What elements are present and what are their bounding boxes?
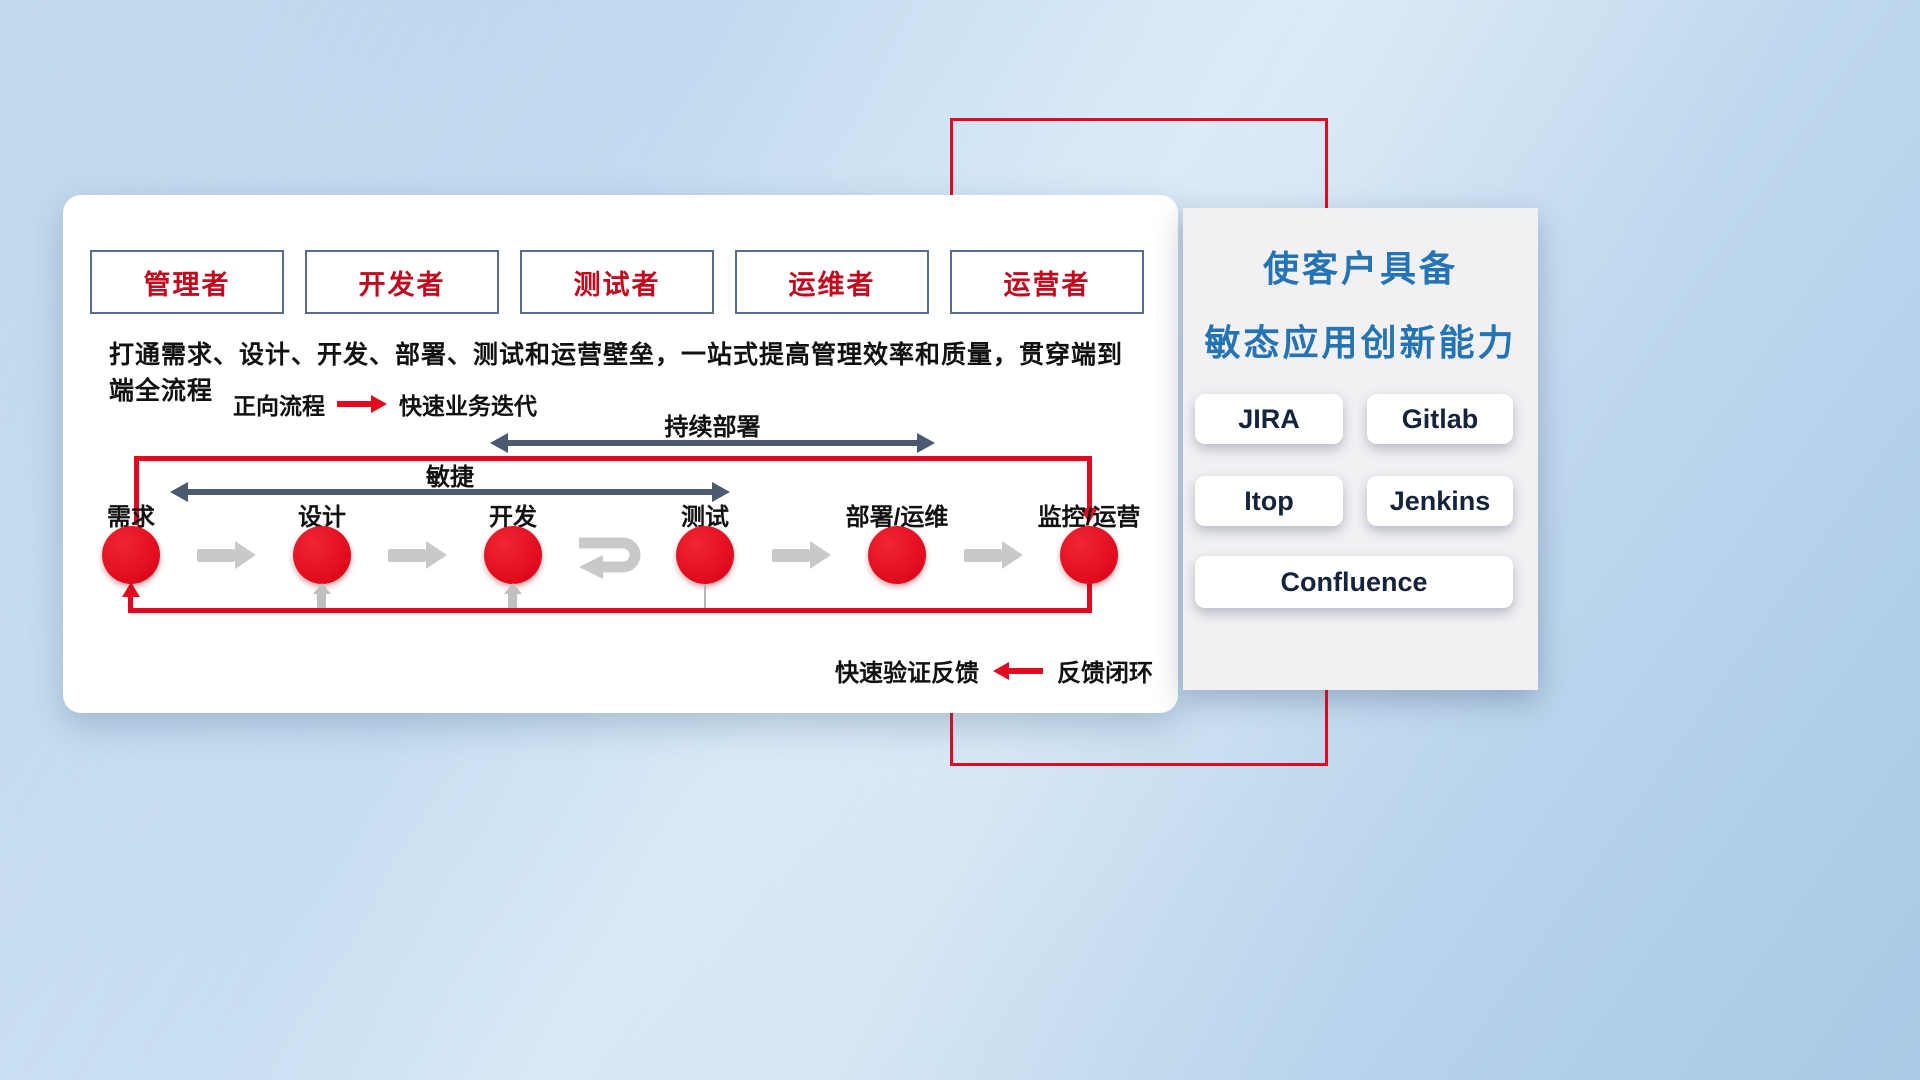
role-label: 测试者 bbox=[573, 269, 661, 300]
feedback-up-arrowhead-icon bbox=[313, 583, 331, 594]
feedback-loop-arrowhead-icon bbox=[122, 582, 140, 597]
tool-button-jira: JIRA bbox=[1195, 394, 1343, 444]
forward-legend: 正向流程 快速业务迭代 bbox=[233, 387, 537, 421]
role-box-row: 管理者 开发者 测试者 运维者 运营者 bbox=[90, 250, 1144, 314]
forward-loop-line bbox=[134, 456, 139, 525]
flow-arrow-icon bbox=[964, 541, 1023, 569]
role-label: 开发者 bbox=[358, 269, 446, 300]
tool-button-gitlab: Gitlab bbox=[1367, 394, 1513, 444]
stage-node-deploy-ops bbox=[868, 526, 926, 584]
role-box-developer: 开发者 bbox=[305, 250, 499, 314]
agile-arrow-icon bbox=[170, 482, 730, 502]
tool-button-itop: Itop bbox=[1195, 476, 1343, 526]
tool-button-jenkins: Jenkins bbox=[1367, 476, 1513, 526]
forward-arrow-icon bbox=[337, 395, 387, 413]
stage-node-design bbox=[293, 526, 351, 584]
feedback-loop-line bbox=[128, 608, 1092, 613]
role-label: 运营者 bbox=[1003, 269, 1091, 300]
forward-loop-arrowhead-icon bbox=[1080, 508, 1098, 523]
stage-node-requirements bbox=[102, 526, 160, 584]
feedback-legend: 快速验证反馈 反馈闭环 bbox=[835, 653, 1153, 688]
feedback-loop-line bbox=[1087, 584, 1092, 608]
stage-node-development bbox=[484, 526, 542, 584]
stage-node-testing bbox=[676, 526, 734, 584]
role-label: 运维者 bbox=[788, 269, 876, 300]
flow-arrow-icon bbox=[388, 541, 447, 569]
forward-loop-line bbox=[1087, 456, 1092, 508]
role-box-tester: 测试者 bbox=[520, 250, 714, 314]
feedback-up-arrowhead-icon bbox=[504, 583, 522, 594]
feedback-loop-line bbox=[128, 597, 133, 608]
feedback-up-arrow-icon bbox=[317, 593, 326, 608]
forward-legend-value: 快速业务迭代 bbox=[399, 393, 537, 419]
main-card: 管理者 开发者 测试者 运维者 运营者 打通需求、设计、开发、部署、测试和运营壁… bbox=[63, 195, 1178, 713]
forward-loop-line bbox=[134, 456, 1092, 461]
stage-node-monitor-operate bbox=[1060, 526, 1118, 584]
agile-label: 敏捷 bbox=[426, 464, 474, 491]
feedback-connector-line bbox=[704, 584, 706, 608]
tool-button-confluence: Confluence bbox=[1195, 556, 1513, 608]
feedback-arrow-icon bbox=[993, 661, 1043, 680]
panel-title-line1: 使客户具备 bbox=[1262, 248, 1458, 289]
role-box-manager: 管理者 bbox=[90, 250, 284, 314]
feedback-up-arrow-icon bbox=[508, 593, 517, 608]
feedback-legend-value: 反馈闭环 bbox=[1057, 660, 1153, 687]
forward-legend-label: 正向流程 bbox=[233, 393, 325, 419]
flow-arrow-icon bbox=[772, 541, 831, 569]
iteration-loop-arrow-icon bbox=[579, 537, 641, 579]
role-label: 管理者 bbox=[143, 269, 231, 300]
description-text: 打通需求、设计、开发、部署、测试和运营壁垒，一站式提高管理效率和质量，贯穿端到端… bbox=[109, 341, 1124, 405]
flow-arrow-icon bbox=[197, 541, 256, 569]
panel-title-line2: 敏态应用创新能力 bbox=[1204, 322, 1517, 363]
continuous-deploy-label: 持续部署 bbox=[664, 414, 761, 441]
side-panel: 使客户具备 敏态应用创新能力 JIRA Gitlab Itop Jenkins … bbox=[1183, 208, 1538, 690]
continuous-deploy-arrow-icon bbox=[490, 433, 935, 453]
role-box-operator: 运营者 bbox=[950, 250, 1144, 314]
role-box-ops: 运维者 bbox=[735, 250, 929, 314]
feedback-legend-label: 快速验证反馈 bbox=[835, 660, 979, 687]
